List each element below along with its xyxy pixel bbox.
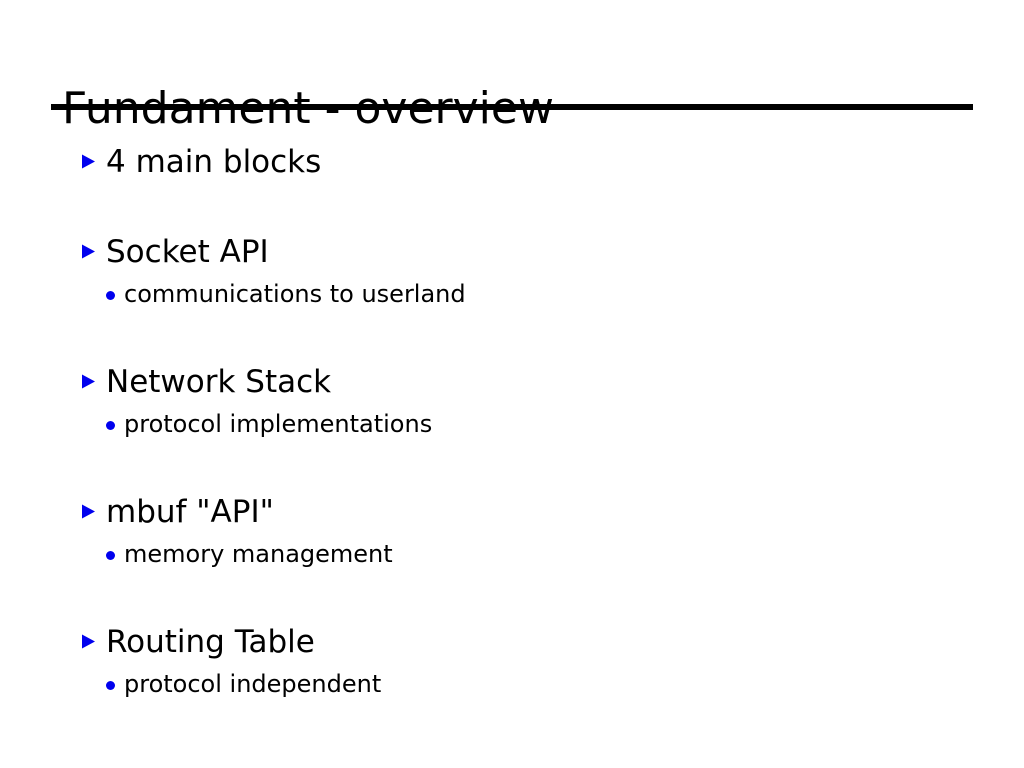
triangle-right-icon <box>81 504 96 519</box>
bullet-level1: mbuf "API" <box>0 490 1024 536</box>
outline-group: 4 main blocks <box>0 140 1024 186</box>
outline-group: Routing Table protocol independent <box>0 620 1024 706</box>
bullet-level2-label: protocol independent <box>124 670 382 698</box>
bullet-level1-label: Routing Table <box>106 624 315 660</box>
bullet-dot-icon <box>106 681 115 690</box>
outline-group: Socket API communications to userland <box>0 230 1024 316</box>
bullet-level1: Routing Table <box>0 620 1024 666</box>
bullet-level1-label: Socket API <box>106 234 269 270</box>
triangle-right-icon <box>81 374 96 389</box>
triangle-right-icon <box>81 634 96 649</box>
bullet-level2: communications to userland <box>0 276 1024 316</box>
bullet-level1: Network Stack <box>0 360 1024 406</box>
bullet-level2: protocol independent <box>0 666 1024 706</box>
outline-group: Network Stack protocol implementations <box>0 360 1024 446</box>
triangle-right-icon <box>81 244 96 259</box>
bullet-level1-label: 4 main blocks <box>106 144 322 180</box>
bullet-level2-label: memory management <box>124 540 393 568</box>
bullet-dot-icon <box>106 291 115 300</box>
bullet-dot-icon <box>106 421 115 430</box>
outline-group: mbuf "API" memory management <box>0 490 1024 576</box>
triangle-right-icon <box>81 154 96 169</box>
bullet-level2: memory management <box>0 536 1024 576</box>
bullet-level2-label: protocol implementations <box>124 410 433 438</box>
bullet-level1: 4 main blocks <box>0 140 1024 186</box>
bullet-level2: protocol implementations <box>0 406 1024 446</box>
bullet-level1: Socket API <box>0 230 1024 276</box>
title-underline-rule <box>51 104 973 110</box>
bullet-level2-label: communications to userland <box>124 280 466 308</box>
bullet-dot-icon <box>106 551 115 560</box>
slide-body: 4 main blocks Socket API communications … <box>0 140 1024 706</box>
bullet-level1-label: Network Stack <box>106 364 332 400</box>
bullet-level1-label: mbuf "API" <box>106 494 274 530</box>
